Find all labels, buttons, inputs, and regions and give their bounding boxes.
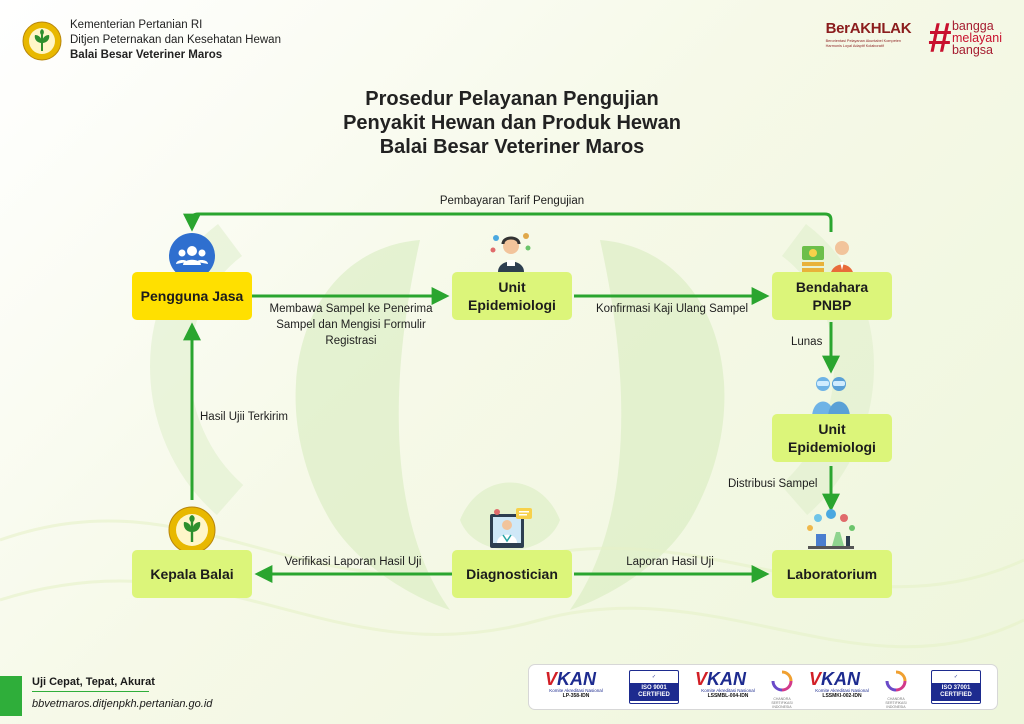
node-kepala-balai-label: Kepala Balai — [150, 566, 234, 582]
page-title: Prosedur Pelayanan Pengujian Penyakit He… — [262, 87, 762, 159]
chandra-text-2: CHANDRA SERTIFIKASI INDONESIA — [885, 697, 907, 709]
berakhlak-tagline: Berorientasi Pelayanan Akuntabel Kompete… — [825, 39, 901, 48]
header-text: Kementerian Pertanian RI Ditjen Peternak… — [70, 18, 281, 63]
label-hasil-terkirim: Hasil Ujii Terkirim — [200, 411, 288, 423]
kementan-logo-icon — [22, 21, 62, 60]
certification-panel: VKAN Komite Akreditasi Nasional LP-358-I… — [528, 664, 998, 710]
iso-9001-text: ISO 9001 — [641, 685, 667, 691]
bangga-melayani-bangsa-logo: # bangga melayani bangsa — [927, 14, 1002, 61]
chandra-swirl-icon — [885, 670, 907, 692]
bangga-line-3: bangsa — [951, 43, 993, 57]
iso-37001-badge: ✓ ISO 37001 CERTIFIED — [931, 670, 981, 704]
node-pengguna-jasa-label: Pengguna Jasa — [140, 288, 244, 304]
arrow-pembayaran — [183, 212, 833, 232]
node-kepala-balai: Kepala Balai — [132, 550, 252, 598]
chandra-text-1: CHANDRA SERTIFIKASI INDONESIA — [771, 697, 793, 709]
label-pembayaran: Pembayaran Tarif Pengujian — [439, 195, 585, 207]
title-line-3: Balai Besar Veteriner Maros — [379, 136, 645, 158]
header-institution: Balai Besar Veteriner Maros — [70, 49, 223, 61]
kan-cert-lssmki: VKAN Komite Akreditasi Nasional LSSMKI-0… — [809, 670, 875, 706]
customer-service-icon — [490, 233, 531, 272]
kan-logo-icon: VKAN — [545, 669, 597, 689]
iso-37001-text: ISO 37001 — [941, 685, 971, 691]
node-diagnostician: Diagnostician — [452, 550, 572, 598]
kan-code-2: LSSMBL-004-IDN — [707, 693, 749, 699]
kan-subtitle: Komite Akreditasi Nasional — [701, 688, 755, 693]
node-unit-epid-right-line1: Unit — [818, 421, 846, 437]
kan-code-1: LP-358-IDN — [562, 693, 590, 699]
node-unit-epid-top-line2: Epidemiologi — [468, 297, 556, 313]
footer-url: bbvetmaros.ditjenpkh.pertanian.go.id — [32, 698, 213, 710]
chandra-swirl-icon — [771, 670, 793, 692]
laboratorium-equipment-icon — [807, 509, 855, 549]
label-distribusi: Distribusi Sampel — [728, 478, 818, 490]
berakhlak-wordmark: BerAKHLAK — [825, 20, 912, 37]
label-membawa-line2: Sampel dan Mengisi Formulir — [276, 319, 426, 331]
kan-code-3: LSSMKI-002-IDN — [822, 693, 862, 699]
iso-37001-certified: CERTIFIED — [940, 692, 972, 698]
users-group-icon — [169, 233, 215, 279]
footer-divider — [32, 691, 149, 692]
node-bendahara-line2: PNBP — [812, 297, 852, 313]
iso-9001-certified: CERTIFIED — [638, 692, 670, 698]
node-pengguna-jasa: Pengguna Jasa — [132, 272, 252, 320]
footer-accent-bar — [0, 676, 22, 716]
chandra-cert-logo: CHANDRA SERTIFIKASI INDONESIA — [765, 670, 799, 709]
kan-subtitle: Komite Akreditasi Nasional — [549, 688, 603, 693]
diagnostician-doctor-icon — [490, 508, 532, 548]
kan-logo-icon: VKAN — [809, 669, 861, 689]
label-laporan: Laporan Hasil Uji — [626, 556, 714, 568]
node-unit-epid-right-line2: Epidemiologi — [788, 439, 876, 455]
node-unit-epid-top-line1: Unit — [498, 279, 526, 295]
kan-logo-icon: VKAN — [695, 669, 747, 689]
bangga-hash: # — [927, 14, 951, 61]
bangga-line-2: melayani — [951, 31, 1002, 45]
node-bendahara-pnbp: Bendahara PNBP — [772, 272, 892, 320]
header-ministry: Kementerian Pertanian RI — [70, 19, 203, 31]
kan-cert-lp358: VKAN Komite Akreditasi Nasional LP-358-I… — [545, 670, 607, 706]
kan-subtitle: Komite Akreditasi Nasional — [815, 688, 869, 693]
node-unit-epidemiologi-right: Unit Epidemiologi — [772, 414, 892, 462]
bangga-line-1: bangga — [951, 19, 994, 33]
kepala-balai-emblem-icon — [168, 506, 216, 554]
label-verifikasi: Verifikasi Laporan Hasil Uji — [284, 556, 422, 568]
node-bendahara-line1: Bendahara — [795, 279, 869, 295]
label-lunas: Lunas — [791, 336, 823, 348]
label-membawa-line1: Membawa Sampel ke Penerima — [269, 303, 433, 315]
node-diagnostician-label: Diagnostician — [466, 566, 558, 582]
chandra-cert-logo-2: CHANDRA SERTIFIKASI INDONESIA — [879, 670, 913, 709]
berakhlak-logo: BerAKHLAK Berorientasi Pelayanan Akuntab… — [826, 20, 918, 48]
label-konfirmasi: Konfirmasi Kaji Ulang Sampel — [595, 303, 749, 315]
kan-cert-lssmbl: VKAN Komite Akreditasi Nasional LSSMBL-0… — [695, 670, 761, 706]
header: Kementerian Pertanian RI Ditjen Peternak… — [22, 18, 281, 63]
title-line-2: Penyakit Hewan dan Produk Hewan — [343, 112, 681, 134]
brand-logos: BerAKHLAK Berorientasi Pelayanan Akuntab… — [826, 14, 1002, 61]
node-unit-epidemiologi-top: Unit Epidemiologi — [452, 272, 572, 320]
header-directorate: Ditjen Peternakan dan Kesehatan Hewan — [70, 34, 281, 46]
iso-9001-badge: ✓ ISO 9001 CERTIFIED — [629, 670, 679, 704]
label-membawa-sampel: Membawa Sampel ke Penerima Sampel dan Me… — [258, 301, 444, 349]
node-laboratorium-label: Laboratorium — [786, 566, 878, 582]
node-laboratorium: Laboratorium — [772, 550, 892, 598]
lab-workers-icon — [812, 377, 850, 418]
footer-tagline: Uji Cepat, Tepat, Akurat — [32, 676, 155, 688]
label-membawa-line3: Registrasi — [325, 335, 377, 347]
title-line-1: Prosedur Pelayanan Pengujian — [365, 88, 659, 110]
